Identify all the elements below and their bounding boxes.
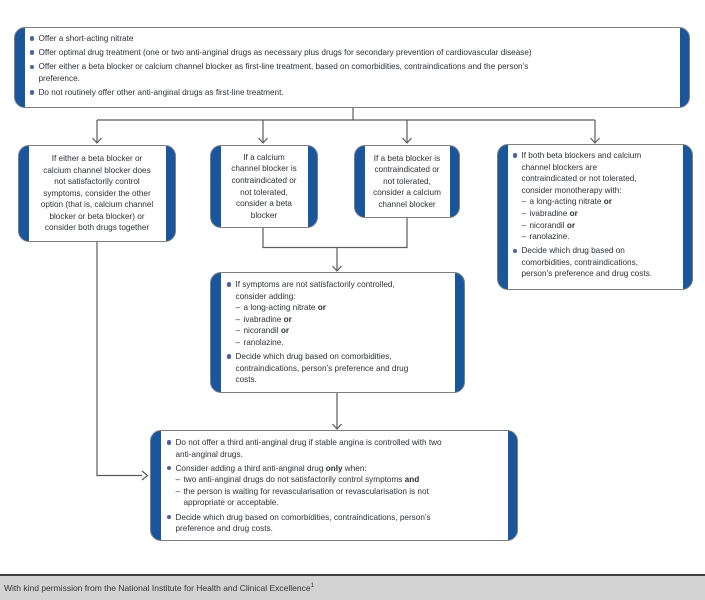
- footer-credit: With kind permission from the National I…: [0, 574, 705, 600]
- bullet-icon: [166, 440, 171, 445]
- dash-icon: –: [521, 232, 527, 242]
- dash-icon: –: [175, 486, 181, 496]
- arrowhead-down-icon: [590, 137, 600, 144]
- list-item-text: Offer optimal drug treatment (one or two…: [38, 48, 532, 58]
- list-item: If both beta blockers and calcium channe…: [512, 150, 680, 196]
- list-item-text: the person is waiting for revascularisat…: [183, 486, 429, 508]
- list-item-text: Do not offer a third anti-anginal drug i…: [175, 438, 442, 459]
- list-item-text: If both beta blockers and calcium channe…: [521, 151, 642, 195]
- list-item: Consider adding a third anti-anginal dru…: [166, 463, 505, 475]
- list-item: Do not routinely offer other anti-angina…: [29, 87, 677, 99]
- dash-icon: –: [521, 208, 527, 218]
- list-item: Decide which drug based on comorbidities…: [166, 512, 505, 535]
- list-item-text: Consider adding a third anti-anginal dru…: [175, 463, 367, 473]
- list-item: –nicorandil or: [236, 325, 452, 337]
- box-content: If a calcium channel blocker is contrain…: [220, 146, 308, 227]
- dash-icon: –: [235, 303, 241, 313]
- arrowhead-right-icon: [141, 470, 149, 481]
- list-item: Offer a short-acting nitrate: [29, 33, 677, 45]
- dash-icon: –: [235, 314, 241, 324]
- dash-icon: –: [235, 326, 241, 336]
- dash-icon: –: [521, 197, 527, 207]
- list-item-text: a long-acting nitrate or: [243, 303, 326, 313]
- box-calcium-blocker-contraindicated: If a calcium channel blocker is contrain…: [210, 145, 318, 228]
- list-item-text: ivabradine or: [243, 314, 292, 324]
- list-item: Do not offer a third anti-anginal drug i…: [166, 437, 505, 460]
- bullet-icon: [166, 514, 171, 520]
- connector-join-bc: [262, 218, 408, 249]
- list-item-text: Offer a short-acting nitrate: [38, 34, 134, 43]
- bullet-icon: [512, 153, 517, 158]
- list-item-text: a long-acting nitrate or: [529, 197, 612, 207]
- list-item-text: Decide which drug based on comorbidities…: [235, 352, 409, 385]
- dash-icon: –: [235, 337, 241, 347]
- list-item-text: If symptoms are not satisfactorily contr…: [235, 280, 395, 301]
- box-content: Do not offer a third anti-anginal drug i…: [160, 431, 508, 540]
- dash-icon: –: [521, 220, 527, 230]
- box-switch-or-combine: If either a beta blocker or calcium chan…: [18, 145, 176, 242]
- arrowhead-down-icon: [332, 265, 342, 272]
- bullet-icon: [166, 466, 171, 471]
- footer-credit-text: With kind permission from the National I…: [4, 582, 311, 593]
- arrowhead-down-icon: [332, 423, 342, 430]
- box-add-second-drug: If symptoms are not satisfactorily contr…: [210, 272, 465, 393]
- bullet-icon: [29, 90, 34, 95]
- bullet-icon: [29, 50, 34, 55]
- list-item: –a long-acting nitrate or: [522, 196, 680, 208]
- dash-icon: –: [175, 475, 181, 485]
- box-beta-blocker-contraindicated: If a beta blocker is contraindicated or …: [354, 145, 460, 218]
- list-item: Decide which drug based on comorbidities…: [512, 245, 680, 280]
- list-item: –ivabradine or: [236, 314, 452, 326]
- connector-switch-to-bottom: [96, 242, 142, 477]
- list-item: –ranolazine.: [522, 231, 680, 243]
- list-item: –the person is waiting for revascularisa…: [176, 486, 505, 509]
- bullet-icon: [29, 64, 34, 69]
- list-item-text: Offer either a beta blocker or calcium c…: [38, 62, 529, 83]
- list-item: –nicorandil or: [522, 220, 680, 232]
- box-content: If both beta blockers and calcium channe…: [507, 145, 683, 289]
- list-item-text: nicorandil or: [529, 220, 576, 230]
- list-item: –two anti-anginal drugs do not satisfact…: [176, 474, 505, 486]
- box-content: If symptoms are not satisfactorily contr…: [220, 273, 455, 392]
- box-both-contraindicated-monotherapy: If both beta blockers and calcium channe…: [497, 144, 693, 290]
- box-content: If a beta blocker is contraindicated or …: [364, 146, 450, 217]
- list-item-text: Decide which drug based on comorbidities…: [521, 246, 652, 279]
- list-item-text: two anti-anginal drugs do not satisfacto…: [183, 475, 420, 485]
- list-item: –ranolazine.: [236, 337, 452, 349]
- list-item: Offer optimal drug treatment (one or two…: [29, 47, 677, 59]
- list-item-text: nicorandil or: [243, 326, 290, 336]
- list-item-text: Decide which drug based on comorbidities…: [175, 512, 431, 534]
- list-item-text: ranolazine.: [243, 337, 284, 347]
- arrowhead-down-icon: [92, 137, 102, 144]
- bullet-icon: [226, 282, 231, 287]
- box-content: If either a beta blocker or calcium chan…: [28, 146, 166, 241]
- box-third-drug-guidance: Do not offer a third anti-anginal drug i…: [150, 430, 518, 541]
- list-item-text: Do not routinely offer other anti-angina…: [38, 87, 284, 97]
- list-item-text: ivabradine or: [529, 208, 578, 218]
- bullet-icon: [226, 354, 231, 359]
- list-item: Decide which drug based on comorbidities…: [226, 351, 452, 386]
- bullet-icon: [512, 248, 517, 254]
- list-item: –ivabradine or: [522, 208, 680, 220]
- list-item: If symptoms are not satisfactorily contr…: [226, 279, 452, 302]
- bullet-icon: [29, 36, 34, 41]
- list-item: –a long-acting nitrate or: [236, 302, 452, 314]
- footer-footnote-marker: 1: [310, 582, 315, 589]
- arrowhead-down-icon: [258, 137, 268, 144]
- list-item-text: ranolazine.: [529, 232, 570, 242]
- arrowhead-down-icon: [402, 137, 412, 144]
- list-item: Offer either a beta blocker or calcium c…: [29, 61, 677, 84]
